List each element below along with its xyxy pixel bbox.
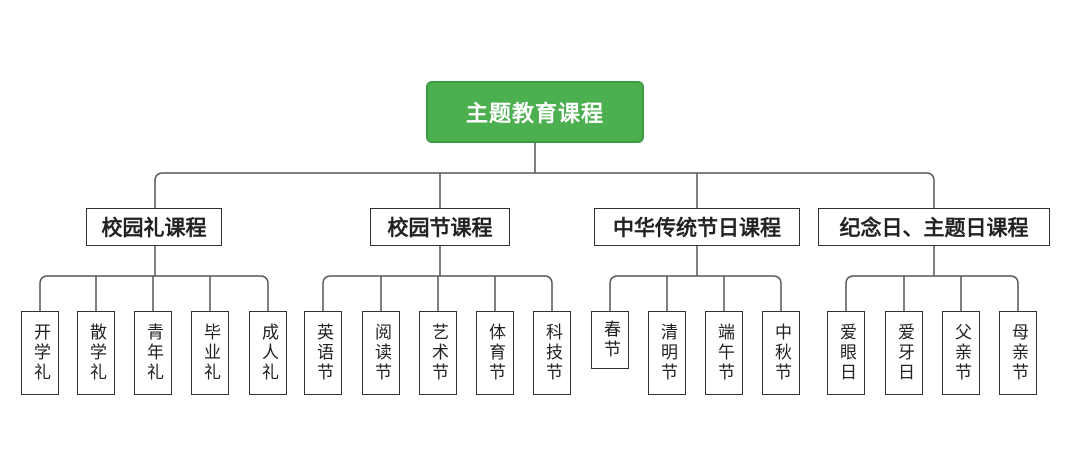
leaf-node: 英语节 bbox=[304, 311, 342, 395]
category-node-campus-ceremony: 校园礼课程 bbox=[86, 208, 222, 246]
leaf-node: 中秋节 bbox=[762, 311, 800, 395]
leaf-label: 端午节 bbox=[714, 323, 734, 383]
leaf-label: 中秋节 bbox=[771, 323, 791, 383]
leaf-node: 端午节 bbox=[705, 311, 743, 395]
leaf-label: 阅读节 bbox=[371, 323, 391, 383]
root-node: 主题教育课程 bbox=[426, 81, 644, 143]
leaf-node: 青年礼 bbox=[134, 311, 172, 395]
leaf-node: 母亲节 bbox=[999, 311, 1037, 395]
leaf-node: 清明节 bbox=[648, 311, 686, 395]
leaf-label: 爱眼日 bbox=[836, 323, 856, 383]
leaf-node: 爱牙日 bbox=[885, 311, 923, 395]
category-bus bbox=[154, 172, 935, 208]
category-node-campus-festival: 校园节课程 bbox=[370, 208, 510, 246]
leaf-node: 春节 bbox=[591, 311, 629, 369]
leaf-label: 爱牙日 bbox=[894, 323, 914, 383]
leaf-node: 爱眼日 bbox=[827, 311, 865, 395]
leaf-node: 艺术节 bbox=[419, 311, 457, 395]
leaf-node: 父亲节 bbox=[942, 311, 980, 395]
leaf-label: 科技节 bbox=[542, 323, 562, 383]
leaf-label: 艺术节 bbox=[428, 323, 448, 383]
leaf-node: 毕业礼 bbox=[191, 311, 229, 395]
leaf-node: 科技节 bbox=[533, 311, 571, 395]
category-node-traditional-festival: 中华传统节日课程 bbox=[594, 208, 800, 246]
leaf-label: 母亲节 bbox=[1008, 323, 1028, 383]
leaf-label: 毕业礼 bbox=[200, 323, 220, 383]
leaf-label: 散学礼 bbox=[86, 323, 106, 383]
leaf-label: 青年礼 bbox=[143, 323, 163, 383]
leaf-node: 体育节 bbox=[476, 311, 514, 395]
leaf-node: 开学礼 bbox=[21, 311, 59, 395]
leaf-bus bbox=[609, 275, 782, 311]
leaf-label: 英语节 bbox=[313, 323, 333, 383]
leaf-label: 父亲节 bbox=[951, 323, 971, 383]
leaf-node: 成人礼 bbox=[249, 311, 287, 395]
category-node-commemoration-day: 纪念日、主题日课程 bbox=[818, 208, 1050, 246]
leaf-label: 成人礼 bbox=[258, 323, 278, 383]
leaf-label: 春节 bbox=[600, 320, 620, 360]
leaf-node: 散学礼 bbox=[77, 311, 115, 395]
leaf-bus bbox=[39, 275, 269, 311]
leaf-node: 阅读节 bbox=[362, 311, 400, 395]
leaf-bus bbox=[845, 275, 1019, 311]
leaf-label: 体育节 bbox=[485, 323, 505, 383]
leaf-label: 开学礼 bbox=[30, 323, 50, 383]
leaf-label: 清明节 bbox=[657, 323, 677, 383]
